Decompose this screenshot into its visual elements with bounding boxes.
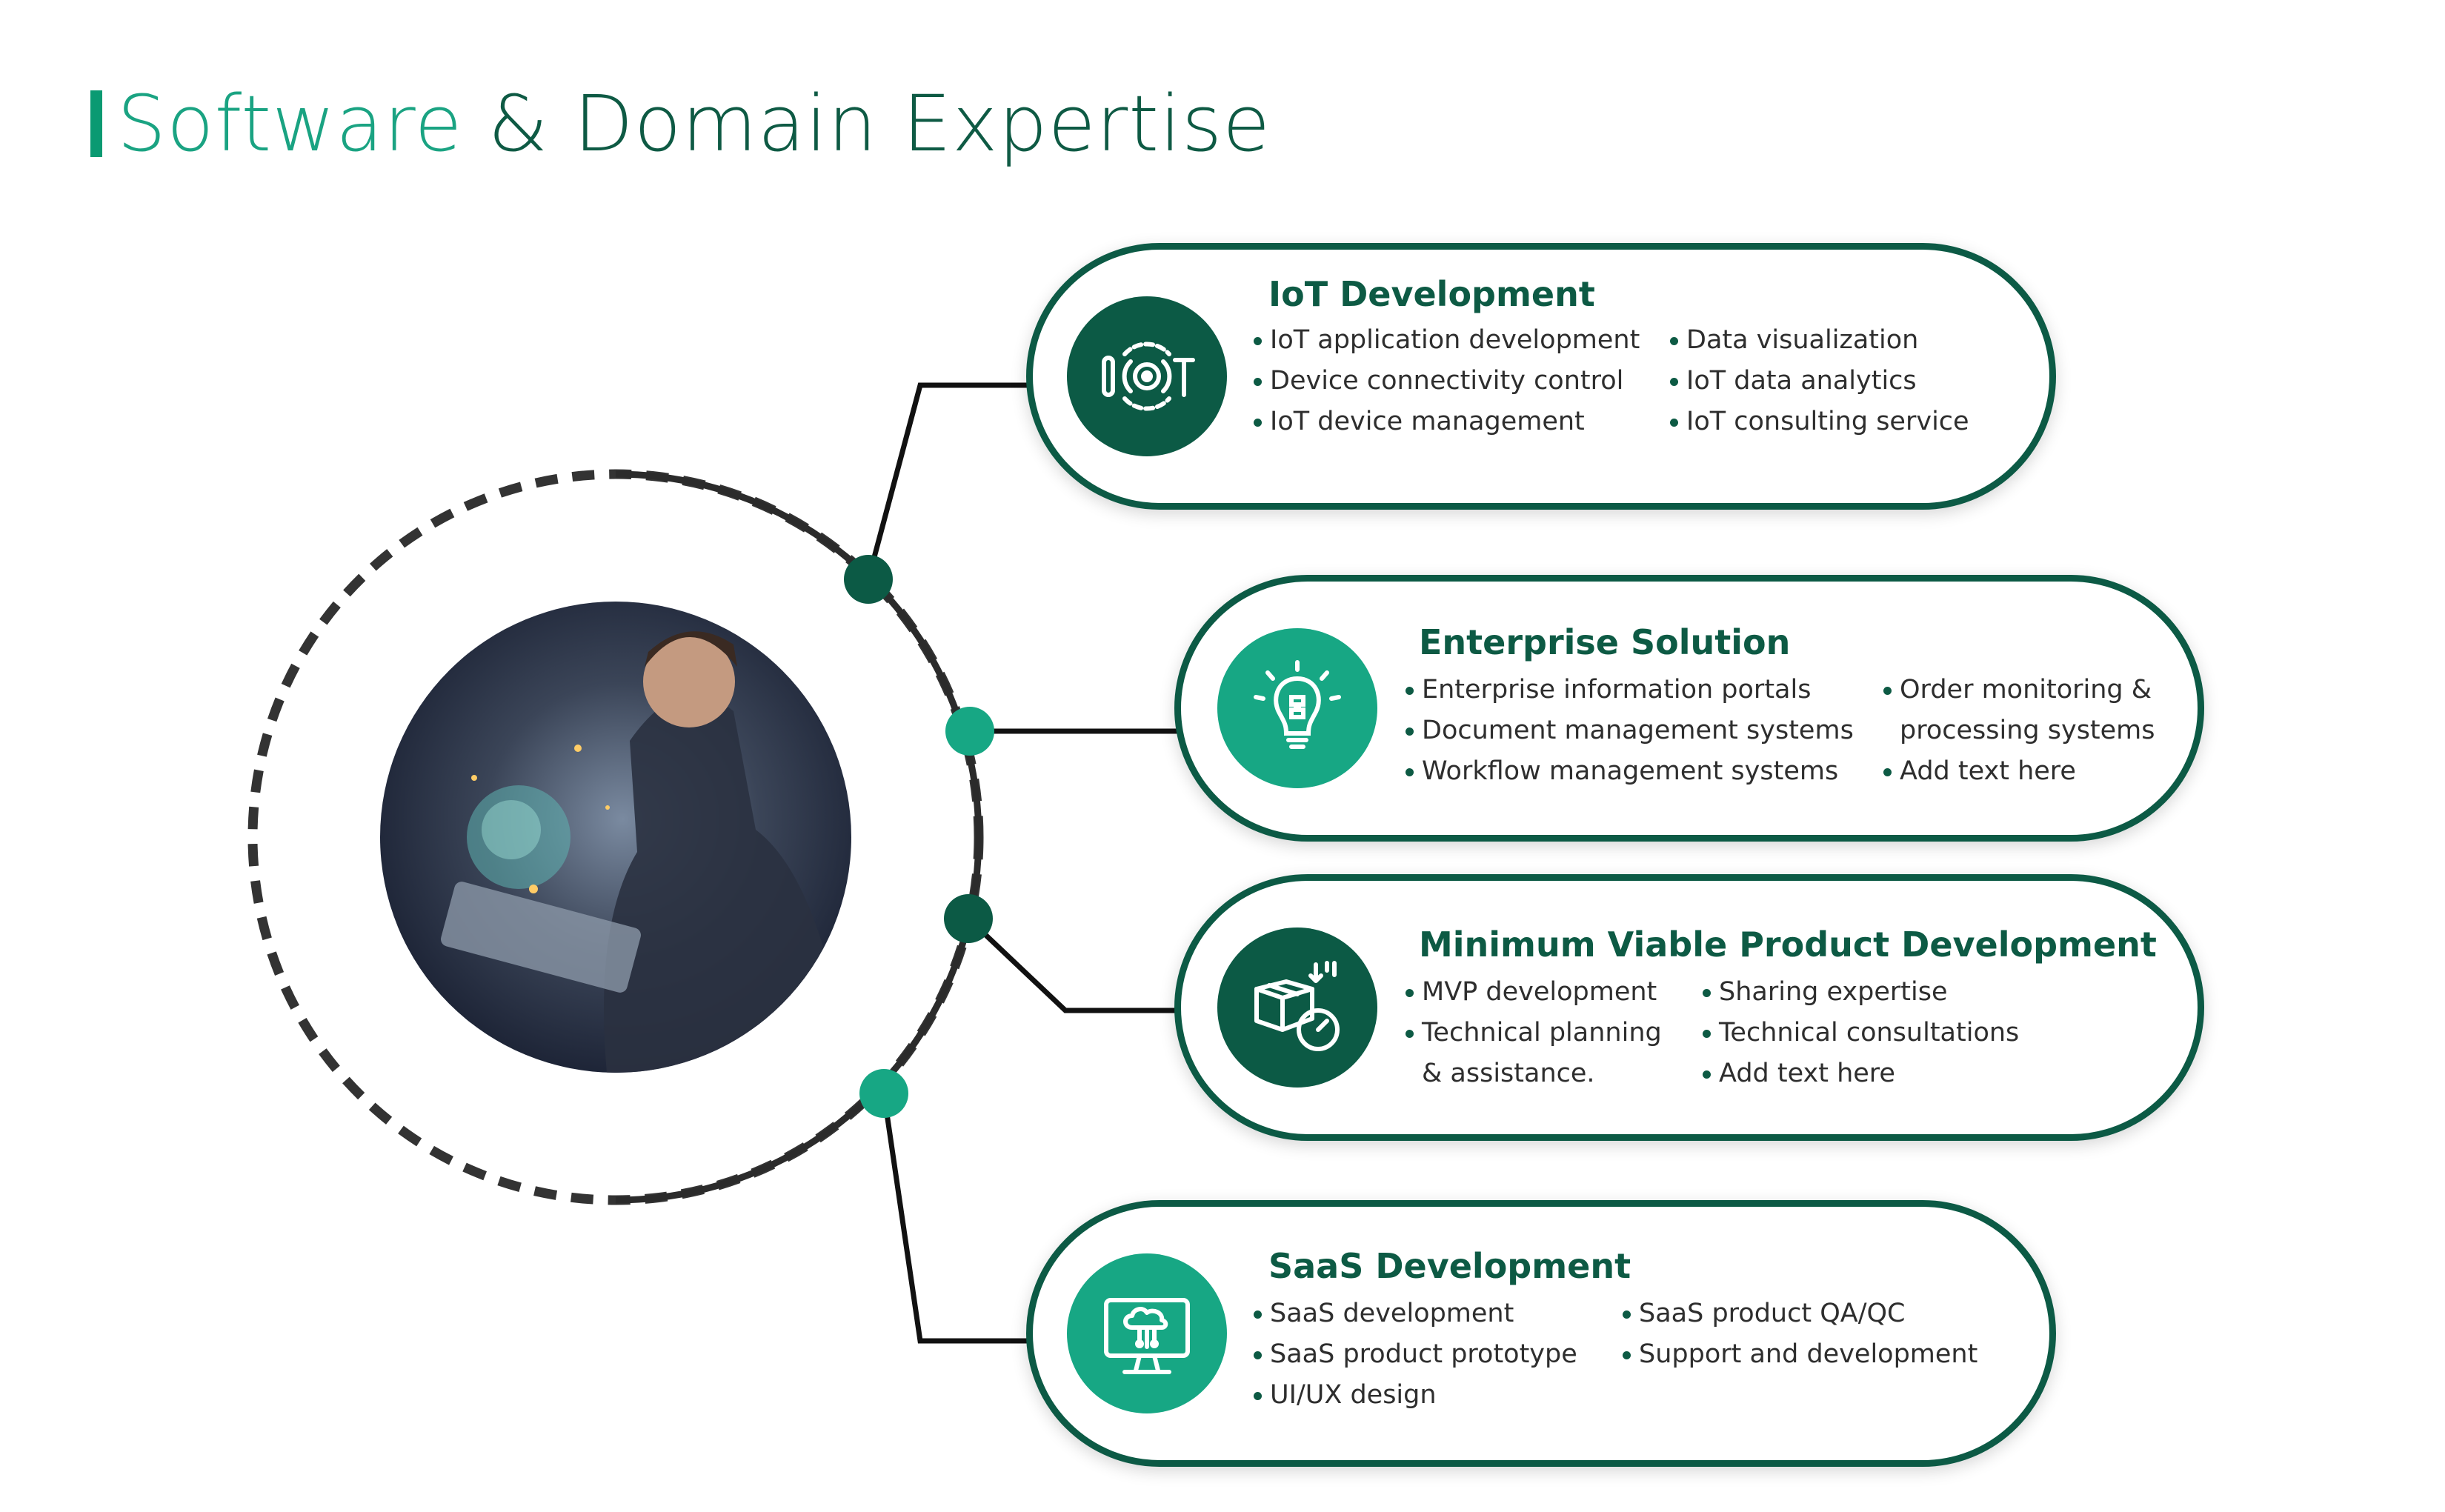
title-part1: Software: [117, 79, 463, 169]
list-item: Workflow management systems: [1404, 751, 1854, 792]
card-list-left: MVP development Technical planning & ass…: [1404, 972, 1662, 1094]
list-item: Order monitoring &: [1882, 670, 2155, 710]
card-list-left: SaaS development SaaS product prototype …: [1252, 1293, 1577, 1416]
list-item: Sharing expertise: [1701, 972, 2019, 1013]
node-iot: [844, 555, 893, 604]
list-item: MVP development: [1404, 972, 1662, 1013]
list-item: Data visualization: [1669, 320, 1969, 361]
list-item: IoT application development: [1252, 320, 1640, 361]
iot-icon: [1067, 296, 1227, 456]
list-item: Add text here: [1882, 751, 2155, 792]
card-title: SaaS Development: [1268, 1246, 1631, 1286]
list-item: Support and development: [1621, 1334, 1977, 1375]
card-title: IoT Development: [1268, 274, 1595, 314]
title-accent-bar: [90, 90, 102, 157]
list-item: IoT device management: [1252, 402, 1640, 442]
card-list-right: Sharing expertise Technical consultation…: [1701, 972, 2019, 1094]
card-list-left: Enterprise information portals Document …: [1404, 670, 1854, 792]
lightbulb-puzzle-icon: [1217, 628, 1377, 788]
hub-photo: [380, 602, 851, 1073]
node-enterprise: [945, 707, 994, 756]
list-item: Add text here: [1701, 1053, 2019, 1094]
title-part2: & Domain Expertise: [488, 79, 1271, 169]
node-saas: [859, 1069, 908, 1118]
list-item: IoT data analytics: [1669, 361, 1969, 402]
solid-arc: [615, 470, 982, 1204]
list-item: Enterprise information portals: [1404, 670, 1854, 710]
connector-saas: [881, 1093, 1030, 1344]
list-item: UI/UX design: [1252, 1375, 1577, 1416]
list-item: processing systems: [1900, 716, 2155, 745]
list-item: Document management systems: [1404, 710, 1854, 751]
page-title: Software & Domain Expertise: [117, 74, 1271, 174]
list-item: SaaS product QA/QC: [1621, 1293, 1977, 1334]
connector-mvp: [966, 916, 1178, 1013]
list-item: Technical consultations: [1701, 1013, 2019, 1053]
connector-iot: [865, 382, 1030, 580]
list-item: SaaS product prototype: [1252, 1334, 1577, 1375]
card-list-left: IoT application development Device conne…: [1252, 320, 1640, 442]
card-title: Enterprise Solution: [1419, 622, 1791, 662]
list-item: & assistance.: [1422, 1059, 1595, 1088]
card-title: Minimum Viable Product Development: [1419, 925, 2157, 965]
list-item: Technical planning: [1404, 1013, 1662, 1053]
box-gauge-icon: [1217, 927, 1377, 1088]
list-item: IoT consulting service: [1669, 402, 1969, 442]
cloud-monitor-icon: [1067, 1253, 1227, 1413]
card-list-right: SaaS product QA/QC Support and developme…: [1621, 1293, 1977, 1375]
card-list-right: Order monitoring & processing systems Ad…: [1882, 670, 2155, 792]
card-list-right: Data visualization IoT data analytics Io…: [1669, 320, 1969, 442]
list-item: SaaS development: [1252, 1293, 1577, 1334]
list-item: Device connectivity control: [1252, 361, 1640, 402]
node-mvp: [944, 894, 993, 943]
